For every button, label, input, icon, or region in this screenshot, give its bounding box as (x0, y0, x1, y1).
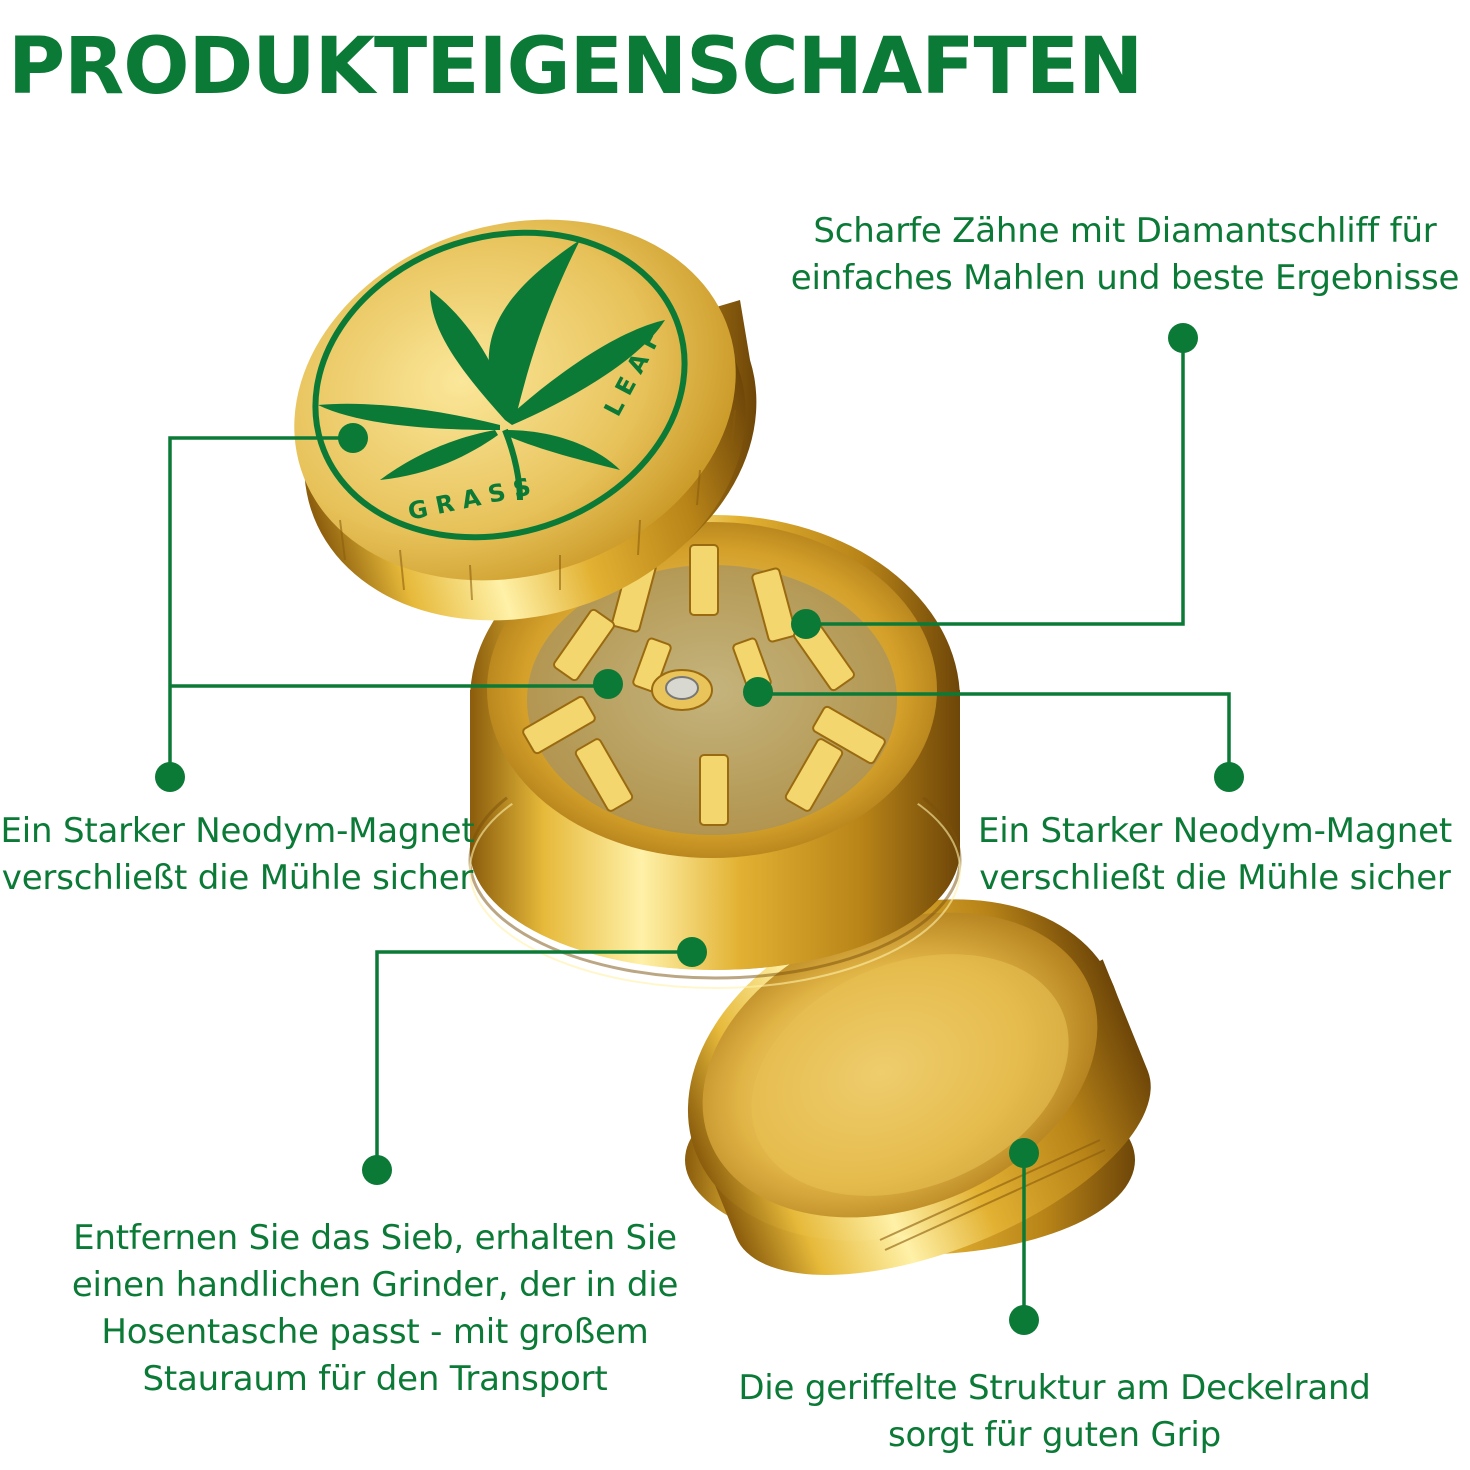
marker-lid-point (338, 423, 368, 453)
callout-sieve-line1: Entfernen Sie das Sieb, erhalten Sie (73, 1218, 677, 1258)
marker-grip-end (1009, 1305, 1039, 1335)
connector-teeth (806, 338, 1185, 626)
callout-sieve-line2: einen handlichen Grinder, der in die (71, 1265, 679, 1305)
cannabis-leaf-icon (318, 240, 665, 501)
marker-magnet-left-end (155, 762, 185, 792)
callout-magnet-left-line2: verschließt die Mühle sicher (1, 858, 474, 898)
callout-grip: Die geriffelte Struktur am Deckelrand so… (722, 1365, 1387, 1459)
callout-teeth: Scharfe Zähne mit Diamantschliff für ein… (785, 208, 1465, 302)
connector-magnet-right (758, 692, 1231, 777)
marker-magnet-right-point (743, 677, 773, 707)
callout-magnet-right-line2: verschließt die Mühle sicher (979, 858, 1451, 898)
callout-magnet-right: Ein Starker Neodym-Magnet verschließt di… (965, 808, 1465, 902)
connector-sieve (375, 950, 692, 1170)
callout-teeth-line1: Scharfe Zähne mit Diamantschliff für (813, 211, 1437, 251)
callout-sieve-line3: Hosentasche passt - mit großem (101, 1312, 649, 1352)
callout-magnet-left-line1: Ein Starker Neodym-Magnet (0, 811, 475, 851)
marker-sieve-point (677, 937, 707, 967)
callout-magnet-right-line1: Ein Starker Neodym-Magnet (978, 811, 1452, 851)
marker-magnet-point (593, 669, 623, 699)
marker-teeth-point (791, 609, 821, 639)
callout-grip-line1: Die geriffelte Struktur am Deckelrand (738, 1368, 1371, 1408)
marker-magnet-right-end (1214, 762, 1244, 792)
callout-sieve: Entfernen Sie das Sieb, erhalten Sie ein… (50, 1215, 700, 1403)
markers (155, 323, 1244, 1335)
page-title: PRODUKTEIGENSCHAFTEN (8, 22, 1143, 112)
marker-grip-point (1009, 1138, 1039, 1168)
marker-sieve-end (362, 1155, 392, 1185)
callout-sieve-line4: Stauraum für den Transport (142, 1359, 608, 1399)
callout-teeth-line2: einfaches Mahlen und beste Ergebnisse (790, 258, 1460, 298)
callout-grip-line2: sorgt für guten Grip (887, 1415, 1221, 1455)
marker-teeth-end (1168, 323, 1198, 353)
connector-magnet-left (168, 436, 353, 777)
callout-magnet-left: Ein Starker Neodym-Magnet verschließt di… (0, 808, 475, 902)
connector-lines (168, 338, 1231, 1320)
